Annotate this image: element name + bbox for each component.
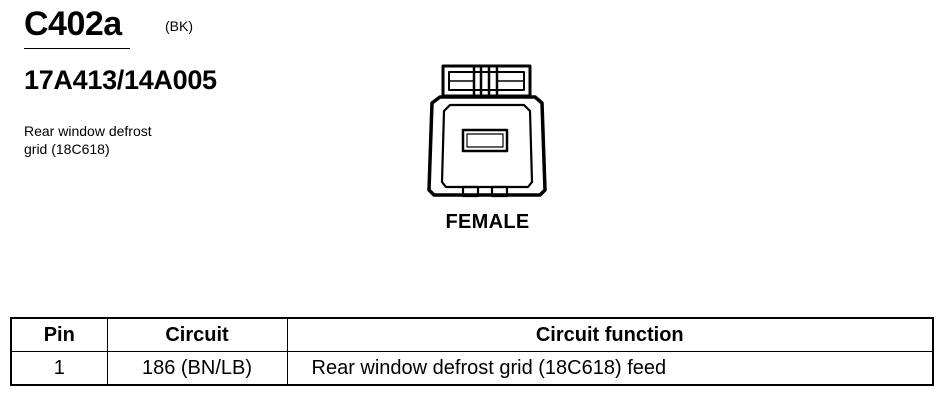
- connector-key-left: [461, 185, 480, 198]
- connector-key-right: [490, 185, 509, 198]
- header-circuit-function: Circuit function: [286, 317, 934, 352]
- pin-table-header-row: Pin Circuit Circuit function: [10, 317, 934, 352]
- connector-gender-label: FEMALE: [445, 211, 530, 233]
- connector-face-drawing: [427, 64, 547, 198]
- header-pin: Pin: [10, 317, 108, 352]
- connector-description: Rear window defrost grid (18C618): [24, 123, 152, 157]
- connector-id-title: C402a: [24, 5, 122, 43]
- cell-pin: 1: [10, 351, 108, 386]
- connector-part-number: 17A413/14A005: [24, 65, 217, 95]
- cell-circuit: 186 (BN/LB): [106, 351, 288, 386]
- header-circuit: Circuit: [106, 317, 288, 352]
- terminal-cavity: [461, 128, 509, 153]
- title-underline: [24, 48, 130, 49]
- table-row: 1 186 (BN/LB) Rear window defrost grid (…: [10, 351, 934, 386]
- connector-color-code: (BK): [165, 18, 193, 34]
- cell-circuit-function: Rear window defrost grid (18C618) feed: [286, 351, 934, 386]
- pin-table: Pin Circuit Circuit function 1 186 (BN/L…: [10, 317, 934, 386]
- connector-body-outline: [427, 95, 547, 197]
